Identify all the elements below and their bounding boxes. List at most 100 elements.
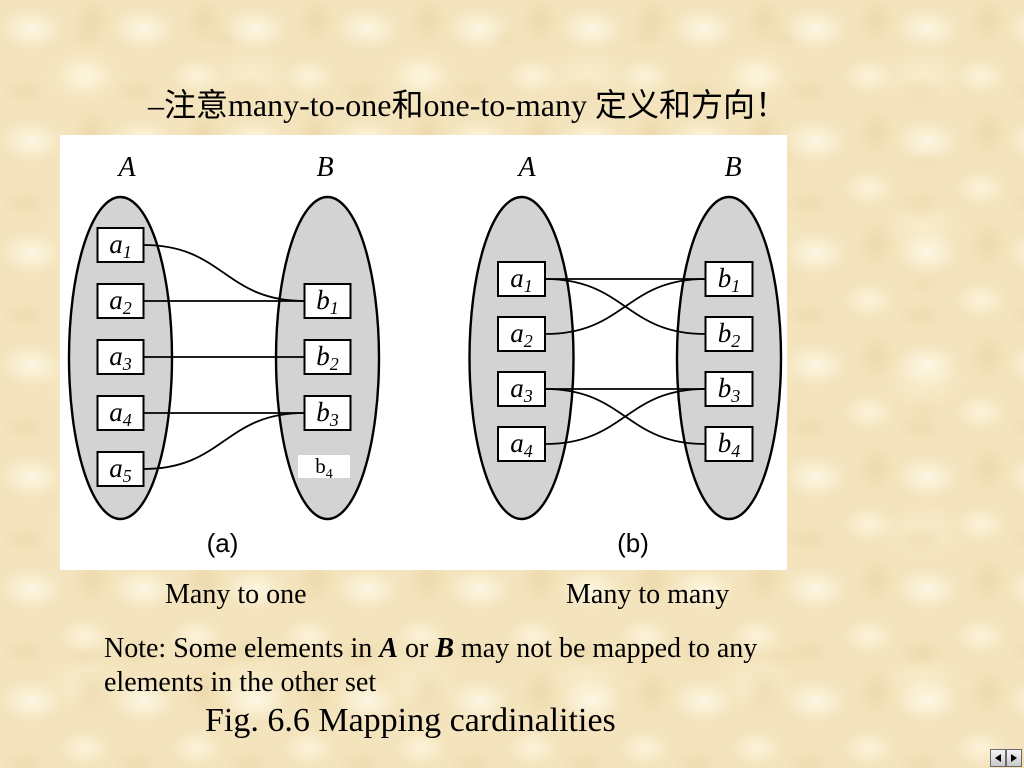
arrow-right-icon <box>1011 754 1017 762</box>
element-subscript: 2 <box>123 298 132 318</box>
element-subscript: 5 <box>123 466 132 486</box>
set-element: b3 <box>303 395 352 431</box>
element-box <box>497 261 546 297</box>
mapping-line <box>143 244 305 302</box>
set-element: a3 <box>497 371 546 407</box>
element-name: a <box>109 453 123 483</box>
element-subscript: 1 <box>524 276 533 296</box>
element-label: b3 <box>316 397 339 430</box>
caption-many-to-one: Many to one <box>165 579 307 610</box>
element-label: b1 <box>316 285 339 318</box>
note-line-2: elements in the other set <box>104 667 377 698</box>
panel-label: (b) <box>617 528 649 558</box>
panel-label: (a) <box>207 528 239 558</box>
element-label: b2 <box>316 341 339 374</box>
element-label: b4 <box>718 428 741 461</box>
element-name: a <box>510 318 524 348</box>
set-element: a1 <box>497 261 546 297</box>
slide-title: –注意many-to-one和one-to-many 定义和方向！ <box>148 87 788 123</box>
set-a-label: A <box>116 152 136 183</box>
element-name: b <box>315 454 326 478</box>
caption-many-to-many: Many to many <box>566 579 730 610</box>
element-name: b <box>718 373 732 403</box>
element-label: a4 <box>109 397 132 430</box>
note-set-b: B <box>435 633 454 664</box>
element-box <box>704 316 754 352</box>
set-element: b4 <box>704 426 754 462</box>
arrow-left-icon <box>995 754 1001 762</box>
set-element: a1 <box>96 227 145 263</box>
element-subscript: 3 <box>523 386 533 406</box>
set-element: b3 <box>704 371 754 407</box>
element-subscript: 4 <box>731 441 740 461</box>
set-element: b1 <box>303 283 352 319</box>
element-name: a <box>109 229 123 259</box>
note-prefix: Note: Some elements in <box>104 633 380 664</box>
element-subscript: 3 <box>122 354 132 374</box>
element-box <box>497 316 546 352</box>
element-box <box>303 339 352 375</box>
element-subscript: 4 <box>326 467 333 482</box>
element-name: b <box>316 397 330 427</box>
set-a-label: A <box>516 152 536 183</box>
element-name: a <box>109 285 123 315</box>
set-element: a4 <box>96 395 145 431</box>
element-subscript: 1 <box>330 298 339 318</box>
previous-slide-button[interactable] <box>990 749 1006 767</box>
element-name: a <box>109 341 123 371</box>
element-name: a <box>510 428 524 458</box>
element-label: a3 <box>510 373 533 406</box>
set-element: a5 <box>96 451 145 487</box>
element-name: a <box>109 397 123 427</box>
element-subscript: 4 <box>123 410 132 430</box>
element-name: b <box>718 318 732 348</box>
element-name: b <box>718 263 732 293</box>
figure-caption: Fig. 6.6 Mapping cardinalities <box>205 702 616 739</box>
element-subscript: 1 <box>123 242 132 262</box>
element-name: a <box>510 263 524 293</box>
set-a-ellipse <box>468 195 575 521</box>
element-name: a <box>510 373 524 403</box>
element-box <box>704 371 754 407</box>
element-box <box>303 395 352 431</box>
set-element: a3 <box>96 339 145 375</box>
element-box <box>497 426 546 462</box>
unmapped-element-label: b4 <box>315 454 333 482</box>
element-subscript: 1 <box>731 276 740 296</box>
set-element: a2 <box>96 283 145 319</box>
element-label: b3 <box>718 373 741 406</box>
set-element: b2 <box>704 316 754 352</box>
element-box <box>303 283 352 319</box>
unmapped-element-background <box>298 455 350 478</box>
element-label: a2 <box>109 285 132 318</box>
element-box <box>96 451 145 487</box>
element-name: b <box>316 285 330 315</box>
element-box <box>96 283 145 319</box>
set-element: b2 <box>303 339 352 375</box>
note-line-1-end: may not be mapped to any <box>454 633 758 664</box>
mapping-line <box>544 278 706 335</box>
element-box <box>96 227 145 263</box>
set-element: a4 <box>497 426 546 462</box>
set-b-label: B <box>724 152 741 183</box>
next-slide-button[interactable] <box>1006 749 1022 767</box>
element-subscript: 2 <box>731 331 740 351</box>
note-mid: or <box>397 633 436 664</box>
note-set-a: A <box>379 633 398 664</box>
element-box <box>96 395 145 431</box>
element-label: a1 <box>109 229 132 262</box>
mapping-line <box>143 412 305 470</box>
slide-navigation <box>990 749 1022 767</box>
element-box <box>497 371 546 407</box>
element-label: a1 <box>510 263 533 296</box>
element-name: b <box>718 428 732 458</box>
element-subscript: 3 <box>730 386 740 406</box>
element-box <box>96 339 145 375</box>
set-element: b1 <box>704 261 754 297</box>
element-label: a5 <box>109 453 132 486</box>
